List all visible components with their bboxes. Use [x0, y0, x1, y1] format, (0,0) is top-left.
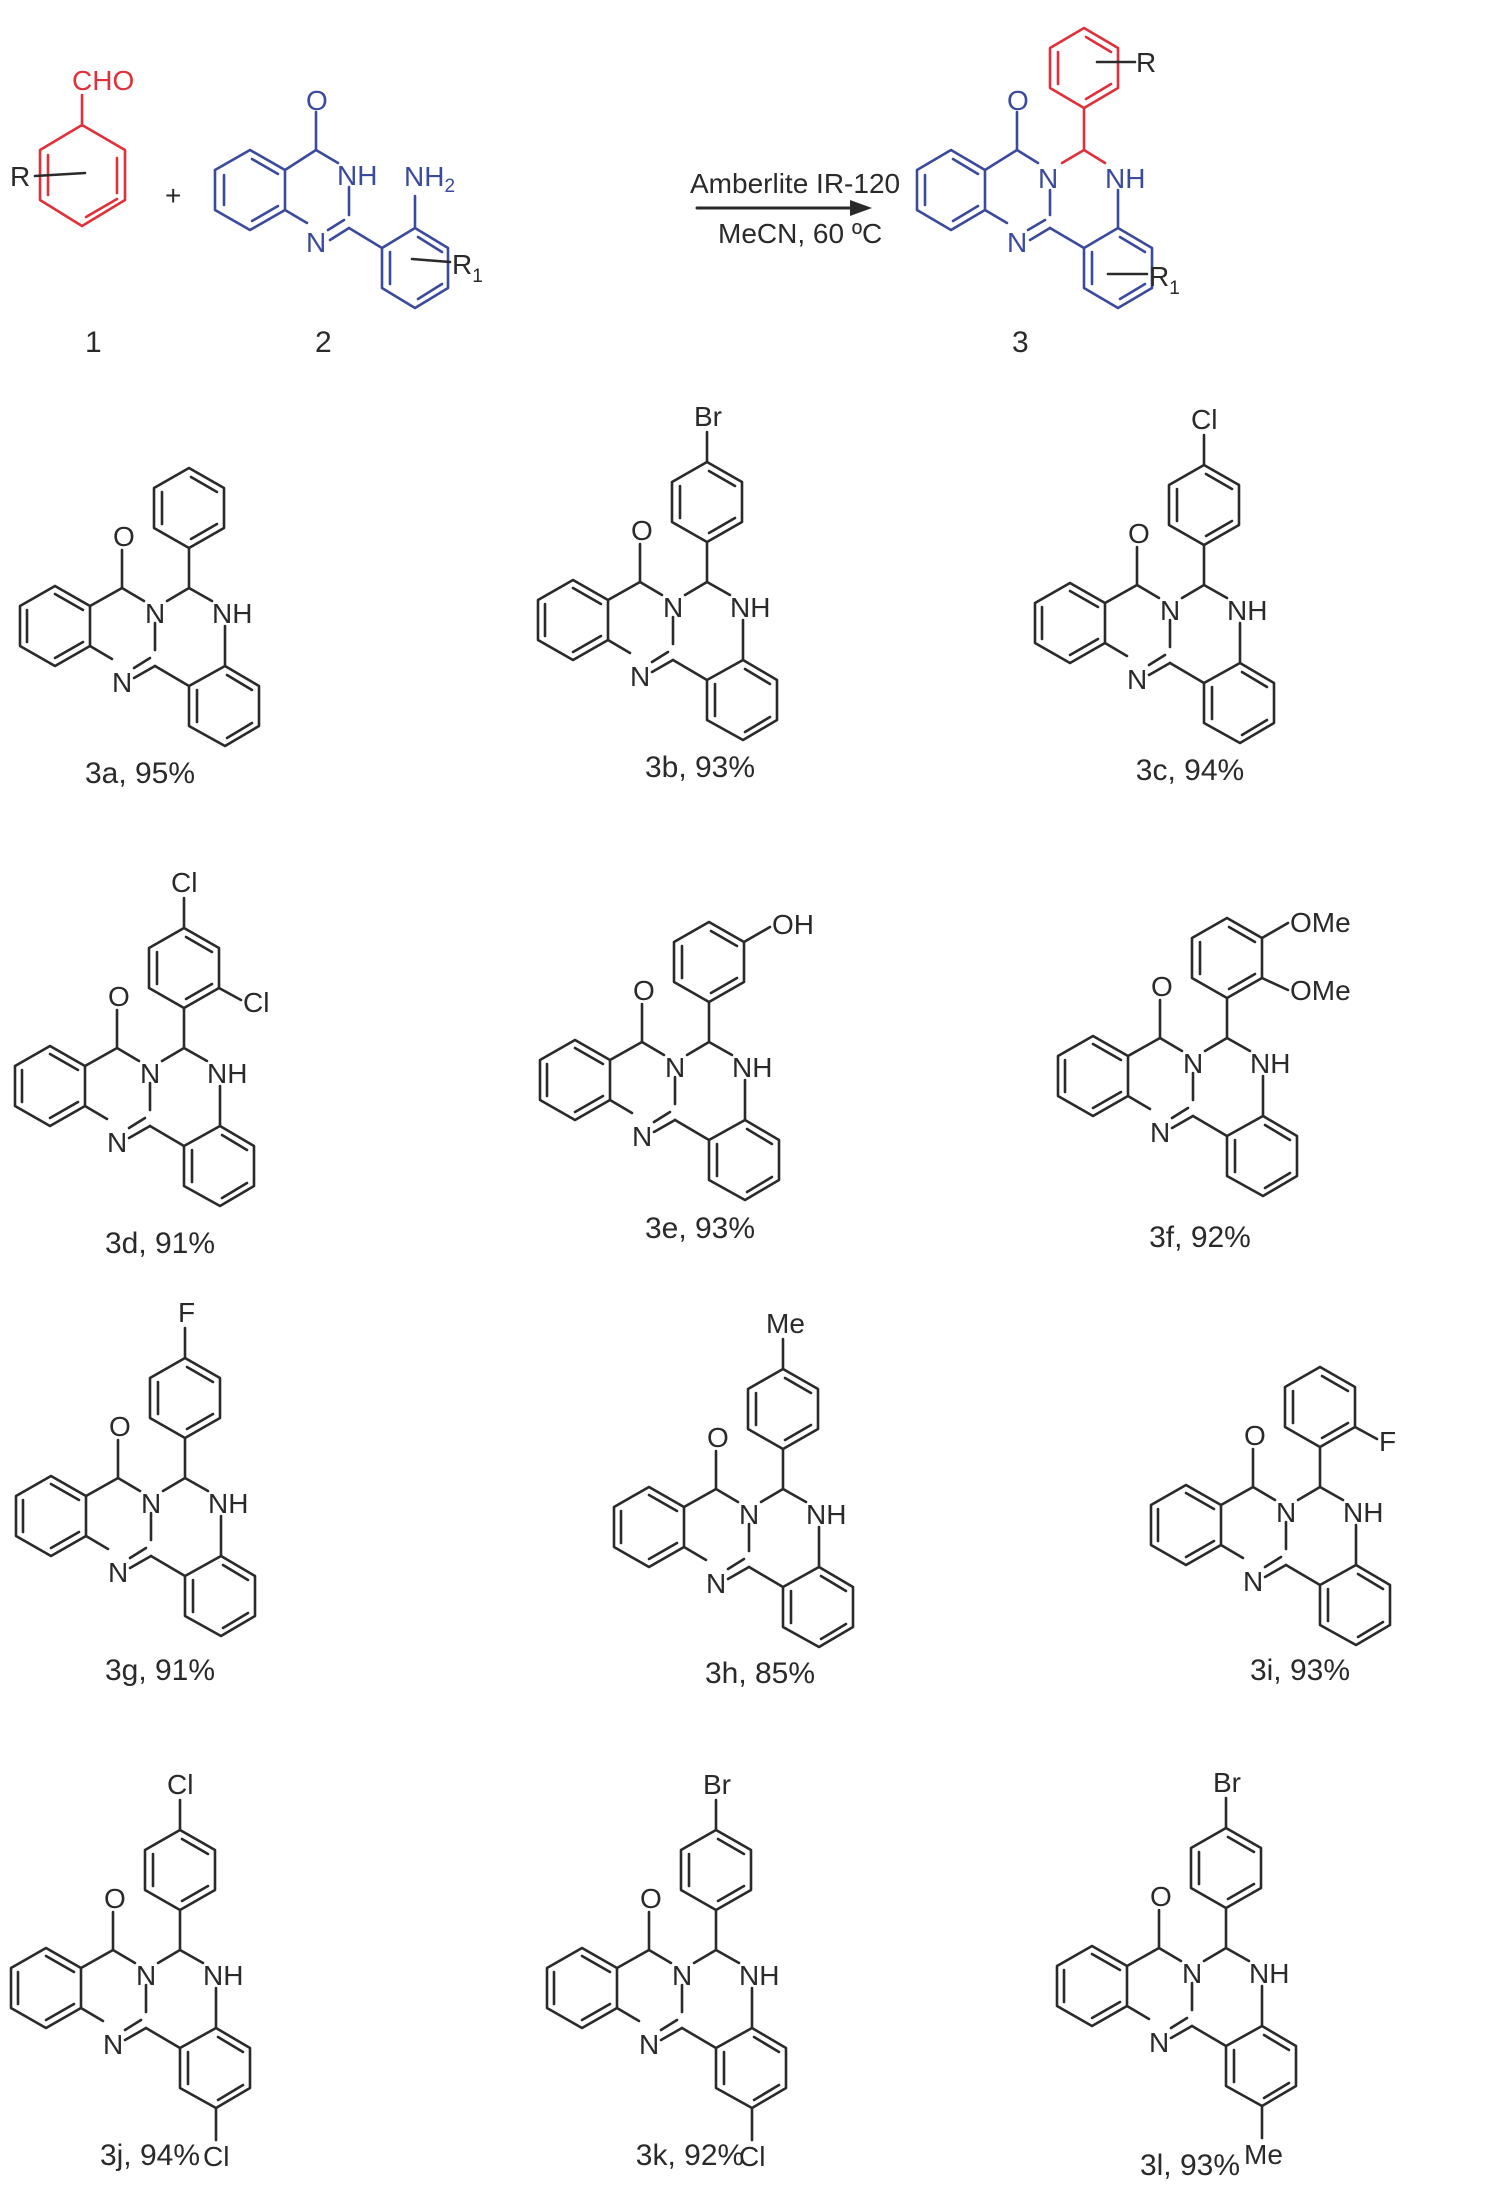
r1-label: R1 [452, 249, 483, 287]
svg-text:N: N [1007, 227, 1027, 258]
catalyst-label: Amberlite IR-120 [690, 168, 900, 199]
nh2-label: NH2 [404, 161, 455, 197]
compound-3f: OMe OMe [1056, 907, 1351, 1198]
svg-text:N: N [1038, 163, 1058, 194]
compound-3b: Br [536, 401, 779, 742]
reactant-1: CHO R 1 [10, 65, 134, 359]
svg-text:Cl: Cl [243, 987, 269, 1018]
svg-text:Br: Br [1213, 1767, 1241, 1798]
compound-3c: Cl [1033, 404, 1276, 745]
caption-3l: 3l, 93% [1140, 2149, 1240, 2182]
label-2: 2 [315, 326, 332, 359]
compound-3e: OH [538, 909, 814, 1202]
compound-3i: F [1149, 1365, 1396, 1647]
svg-text:Me: Me [1244, 2139, 1283, 2170]
caption-3h: 3h, 85% [705, 1657, 815, 1690]
svg-text:NH: NH [1105, 163, 1145, 194]
svg-text:Br: Br [694, 401, 722, 432]
compound-3g: F [14, 1297, 257, 1638]
svg-text:F: F [178, 1297, 195, 1328]
caption-3g: 3g, 91% [105, 1654, 215, 1687]
svg-text:Cl: Cl [171, 867, 197, 898]
compound-3h: Me [612, 1308, 855, 1649]
product-r1-label: R1 [1149, 261, 1180, 299]
svg-text:Br: Br [703, 1769, 731, 1800]
svg-text:N: N [306, 227, 326, 258]
caption-3c: 3c, 94% [1136, 754, 1244, 787]
caption-3i: 3i, 93% [1250, 1654, 1350, 1687]
svg-text:OH: OH [772, 909, 814, 940]
reaction-arrow: Amberlite IR-120 MeCN, 60 ºC [690, 168, 900, 249]
product-3: O N NH N R R1 3 [915, 26, 1180, 359]
caption-3d: 3d, 91% [105, 1227, 215, 1260]
svg-text:O: O [306, 85, 328, 116]
caption-3a: 3a, 95% [85, 757, 195, 790]
svg-text:Cl: Cl [1191, 404, 1217, 435]
reactant-2: O NH N NH2 R1 2 [213, 85, 483, 359]
svg-text:Cl: Cl [739, 2141, 765, 2172]
label-1: 1 [85, 326, 102, 359]
compound-3j: Cl Cl [9, 1769, 252, 2172]
caption-3e: 3e, 93% [645, 1212, 755, 1245]
caption-3j: 3j, 94% [100, 2139, 200, 2172]
cho-label: CHO [72, 65, 134, 96]
caption-3k: 3k, 92% [636, 2139, 744, 2172]
product-r-label: R [1136, 47, 1156, 78]
r-label: R [10, 161, 30, 192]
svg-text:Me: Me [766, 1308, 805, 1339]
conditions-label: MeCN, 60 ºC [718, 218, 882, 249]
compound-3a [18, 466, 261, 748]
svg-text:OMe: OMe [1290, 907, 1351, 938]
svg-text:Cl: Cl [203, 2141, 229, 2172]
svg-text:F: F [1379, 1426, 1396, 1457]
compound-3d: Cl Cl [13, 867, 269, 1208]
label-3: 3 [1012, 326, 1029, 359]
svg-text:NH: NH [337, 160, 377, 191]
caption-3b: 3b, 93% [645, 751, 755, 784]
caption-3f: 3f, 92% [1149, 1221, 1251, 1254]
plus-sign: + [165, 180, 181, 211]
compound-3k: Br Cl [545, 1769, 788, 2172]
svg-text:O: O [1007, 85, 1029, 116]
compound-3l: Br Me [1055, 1767, 1298, 2170]
svg-text:OMe: OMe [1290, 975, 1351, 1006]
svg-text:Cl: Cl [167, 1769, 193, 1800]
